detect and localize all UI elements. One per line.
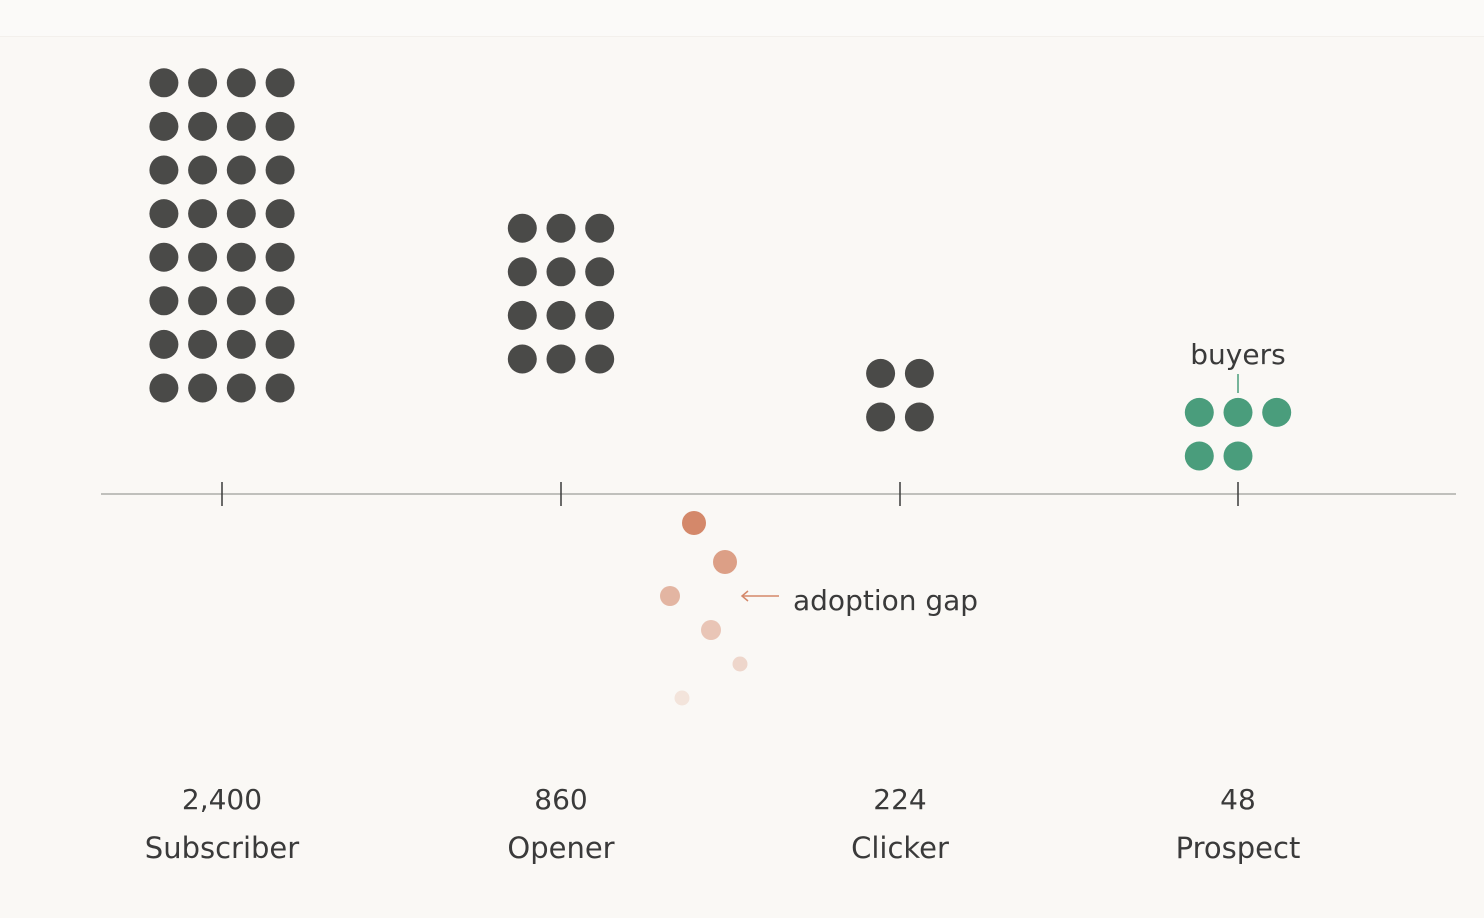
unit-dot bbox=[149, 68, 179, 98]
unit-dot bbox=[507, 257, 537, 287]
unit-dot bbox=[585, 213, 615, 243]
unit-dot bbox=[546, 257, 576, 287]
unit-dot bbox=[265, 68, 295, 98]
leak-dot bbox=[713, 550, 737, 574]
unit-dot bbox=[585, 257, 615, 287]
leak-dot bbox=[660, 586, 680, 606]
unit-dot bbox=[149, 329, 179, 359]
stage-label-opener: Opener bbox=[507, 831, 614, 865]
unit-dot bbox=[265, 155, 295, 185]
dot-group-prospect bbox=[1184, 397, 1292, 471]
unit-dot bbox=[585, 344, 615, 374]
unit-dot bbox=[188, 111, 218, 141]
unit-dot bbox=[265, 286, 295, 316]
stage-label-clicker: Clicker bbox=[851, 831, 949, 865]
unit-dot bbox=[226, 286, 256, 316]
unit-dot bbox=[546, 344, 576, 374]
leak-dot bbox=[732, 656, 748, 672]
stage-label-prospect: Prospect bbox=[1176, 831, 1301, 865]
stage-value-clicker: 224 bbox=[873, 783, 926, 816]
stage-value-opener: 860 bbox=[534, 783, 587, 816]
unit-dot bbox=[904, 402, 934, 432]
stage-value-subscriber: 2,400 bbox=[182, 783, 262, 816]
adoption-gap-label: adoption gap bbox=[793, 584, 978, 617]
unit-dot bbox=[226, 373, 256, 403]
buyer-dot bbox=[1184, 397, 1214, 427]
buyers-label: buyers bbox=[1190, 338, 1285, 371]
unit-dot bbox=[149, 373, 179, 403]
dot-group-opener bbox=[507, 213, 615, 374]
unit-dot bbox=[188, 68, 218, 98]
unit-dot bbox=[149, 199, 179, 229]
unit-dot bbox=[149, 286, 179, 316]
top-strip bbox=[0, 0, 1484, 37]
unit-dot bbox=[226, 329, 256, 359]
leak-dots bbox=[660, 511, 748, 706]
unit-dot bbox=[866, 358, 896, 388]
unit-dot bbox=[149, 242, 179, 272]
unit-dot bbox=[188, 329, 218, 359]
unit-dot bbox=[265, 242, 295, 272]
unit-dot bbox=[188, 155, 218, 185]
leak-dot bbox=[701, 620, 721, 640]
unit-dot bbox=[866, 402, 896, 432]
unit-dot bbox=[188, 242, 218, 272]
dot-group-subscriber bbox=[149, 68, 295, 403]
buyers-annotation: buyers bbox=[1190, 338, 1286, 393]
unit-dot bbox=[149, 111, 179, 141]
unit-dot bbox=[265, 329, 295, 359]
adoption-gap-arrow-head bbox=[740, 590, 749, 602]
unit-dot bbox=[265, 111, 295, 141]
unit-dot bbox=[546, 213, 576, 243]
unit-dot bbox=[507, 344, 537, 374]
leak-dot bbox=[682, 511, 706, 535]
unit-dot bbox=[226, 68, 256, 98]
unit-dot bbox=[507, 300, 537, 330]
unit-dot bbox=[265, 373, 295, 403]
buyer-dot bbox=[1223, 397, 1253, 427]
buyer-dot bbox=[1262, 397, 1292, 427]
adoption-gap-annotation: adoption gap bbox=[740, 584, 978, 617]
unit-dot bbox=[226, 199, 256, 229]
dot-group-clicker bbox=[866, 358, 934, 432]
buyer-dot bbox=[1184, 441, 1214, 471]
unit-dot bbox=[265, 199, 295, 229]
unit-dot bbox=[149, 155, 179, 185]
unit-dot bbox=[188, 286, 218, 316]
unit-dot bbox=[507, 213, 537, 243]
unit-dot bbox=[188, 373, 218, 403]
unit-dot bbox=[226, 111, 256, 141]
unit-dot bbox=[188, 199, 218, 229]
axis-ticks bbox=[221, 482, 1239, 506]
stage-labels: 2,400 Subscriber 860 Opener 224 Clicker … bbox=[145, 783, 1301, 865]
stage-label-subscriber: Subscriber bbox=[145, 831, 299, 865]
unit-dot bbox=[226, 155, 256, 185]
unit-dot bbox=[904, 358, 934, 388]
unit-dot bbox=[585, 300, 615, 330]
unit-dot bbox=[546, 300, 576, 330]
stage-value-prospect: 48 bbox=[1220, 783, 1256, 816]
unit-dot bbox=[226, 242, 256, 272]
buyer-dot bbox=[1223, 441, 1253, 471]
dot-groups bbox=[149, 68, 1292, 471]
leak-dot bbox=[674, 690, 690, 706]
